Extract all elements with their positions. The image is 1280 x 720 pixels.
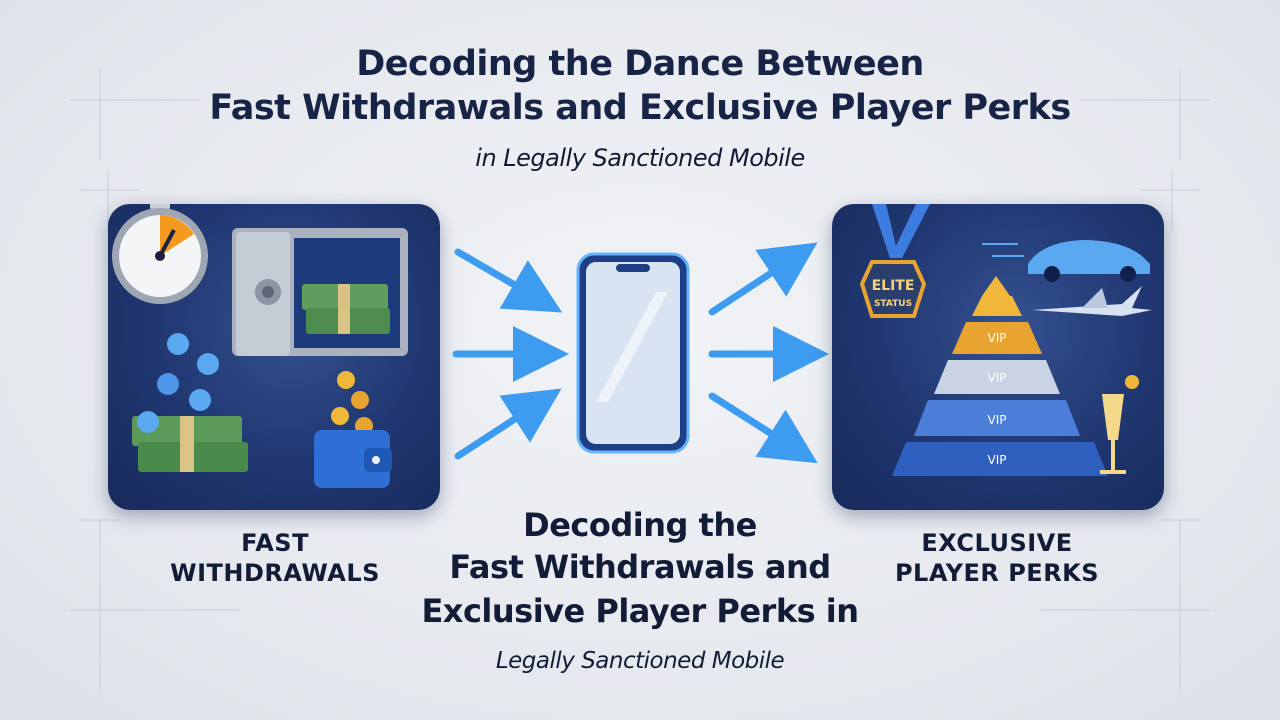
arrow-in-bottom: [454, 388, 562, 460]
center-heading-line2: Fast Withdrawals and: [449, 548, 831, 586]
badge-line2: STATUS: [874, 299, 912, 309]
page-title-line2: Fast Withdrawals and Exclusive Player Pe…: [209, 88, 1071, 128]
badge-line1: ELITE: [872, 278, 915, 294]
tier-label-3: VIP: [988, 413, 1007, 427]
arrow-out-top: [708, 242, 818, 316]
champagne-icon: [1100, 375, 1139, 474]
coins-icon: [137, 333, 373, 435]
tier-label-4: VIP: [988, 453, 1007, 467]
pyramid-icon: VIP VIP VIP VIP: [892, 276, 1108, 476]
medal-icon: ELITE STATUS: [859, 204, 930, 318]
tier-label-1: VIP: [988, 331, 1007, 345]
arrow-in-top: [454, 248, 563, 313]
center-heading-line3: Exclusive Player Perks in: [421, 592, 859, 630]
page-title-line1: Decoding the Dance Between: [356, 44, 924, 84]
fast-withdrawals-caption: FAST WITHDRAWALS: [170, 529, 380, 587]
tier-label-2: VIP: [988, 371, 1007, 385]
page-subtitle: in Legally Sanctioned Mobile: [475, 144, 805, 172]
wallet-icon: [314, 430, 392, 488]
stopwatch-icon: [112, 204, 208, 304]
private-jet-icon: [1032, 286, 1152, 316]
arrow-group: [452, 242, 829, 464]
arrow-out-bottom: [708, 392, 818, 464]
fast-withdrawals-panel: [108, 204, 440, 510]
smartphone-icon: [576, 252, 690, 454]
flow-arrows: [452, 242, 829, 464]
center-heading-line1: Decoding the: [523, 506, 757, 544]
center-heading-line4: Legally Sanctioned Mobile: [495, 648, 785, 674]
exclusive-perks-caption: EXCLUSIVE PLAYER PERKS: [894, 529, 1100, 587]
exclusive-perks-panel: ELITE STATUS VIP VIP VIP VIP: [832, 204, 1164, 510]
cash-stack-icon: [132, 284, 390, 472]
sports-car-icon: [982, 240, 1150, 282]
